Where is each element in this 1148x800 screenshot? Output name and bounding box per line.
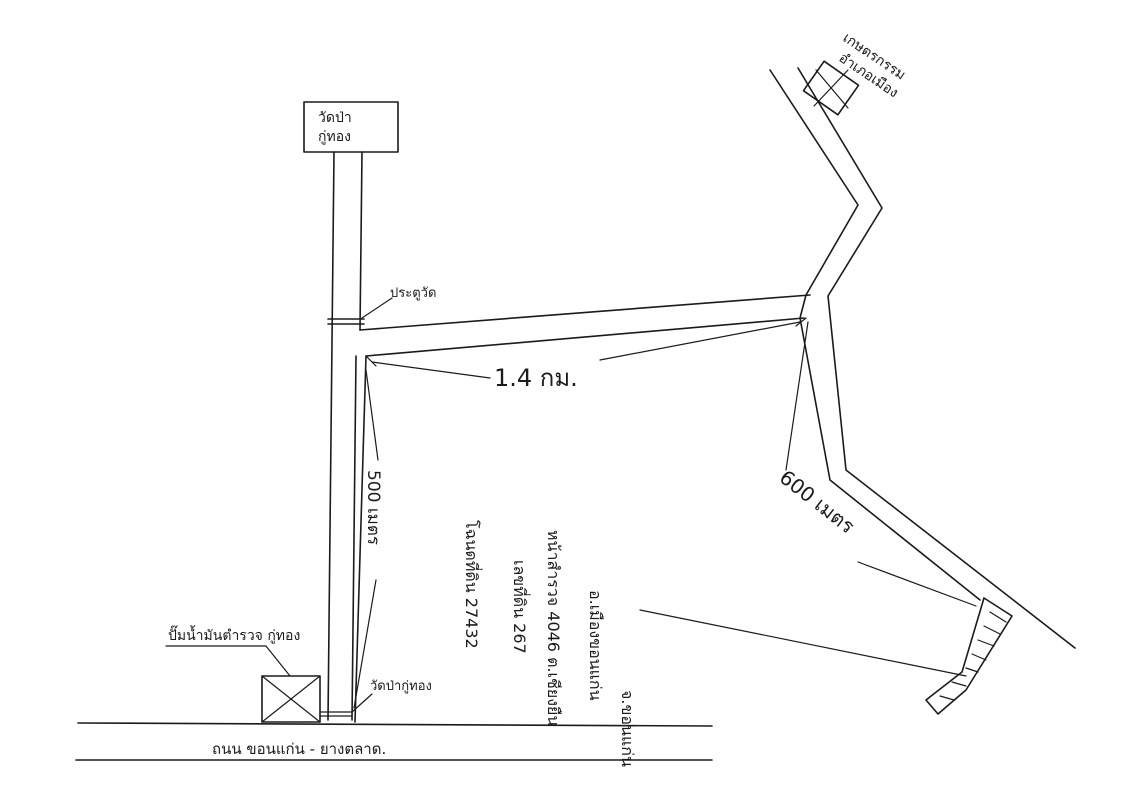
temple-near-road-label: วัดป่ากู่ทอง xyxy=(370,679,432,694)
distance-500m-leaders xyxy=(353,369,379,709)
right-winding-road xyxy=(769,67,1076,649)
temple-gate-label: ประตูวัด xyxy=(390,286,436,301)
lane-to-main-road xyxy=(351,355,367,723)
parcel-line-3: หน้าสำรวจ 4046 ต.เชียงยืน xyxy=(544,530,563,726)
distance-vertical-label: 500 เมตร xyxy=(363,470,383,545)
temple-road xyxy=(327,151,363,721)
temple-box-label-2: กู่ทอง xyxy=(318,129,351,145)
distance-600m-leaders xyxy=(785,317,977,607)
temple-box-label-1: วัดป่า xyxy=(318,110,352,126)
parcel-description: โฉนดที่ดิน 27432 เลขที่ดิน 267 หน้าสำรวจ… xyxy=(462,520,637,767)
distance-diagonal-label: 600 เมตร xyxy=(775,465,860,538)
distance-horizontal-label: 1.4 กม. xyxy=(494,364,578,392)
distance-1-4km-leaders xyxy=(365,321,801,379)
agri-office-box xyxy=(802,60,860,116)
temple-near-road-marker xyxy=(319,693,373,717)
gas-station-label: ปั๊มน้ำมันตำรวจ กู่ทอง xyxy=(168,625,300,644)
gas-station-box xyxy=(165,645,321,723)
temple-gate-marks xyxy=(327,297,393,325)
parcel-line-5: จ.ขอนแก่น xyxy=(618,690,637,767)
parcel-line-1: โฉนดที่ดิน 27432 xyxy=(462,520,483,649)
main-road xyxy=(75,722,713,761)
parcel-line-2: เลขที่ดิน 267 xyxy=(510,560,531,654)
temple-box xyxy=(303,101,399,153)
parcel-leader xyxy=(639,609,967,677)
main-road-label: ถนน ขอนแก่น - ยางตลาด. xyxy=(212,740,386,758)
land-parcel xyxy=(925,597,1013,715)
connecting-road xyxy=(359,294,811,357)
parcel-line-4: อ.เมืองขอนแก่น xyxy=(586,590,605,701)
